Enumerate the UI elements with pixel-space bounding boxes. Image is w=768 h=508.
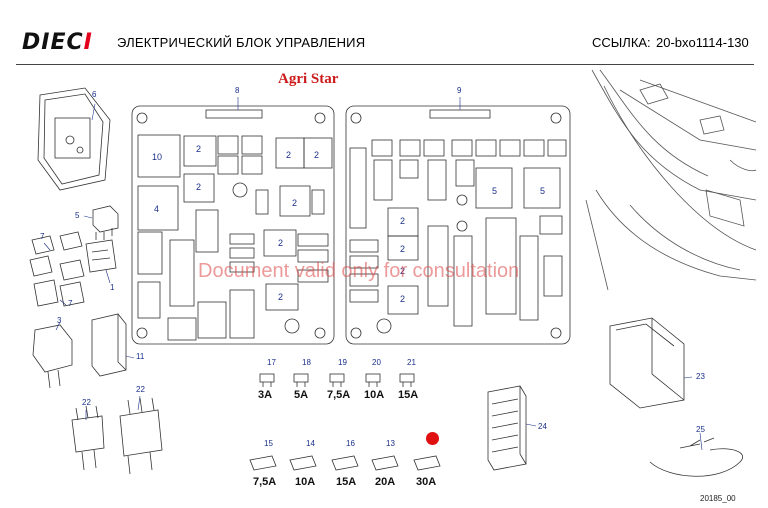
cell-label: 5 (540, 186, 545, 196)
part-7-fuse-holders (29, 231, 85, 307)
callout-6: 6 (92, 90, 97, 99)
fuses-row-1 (259, 373, 415, 387)
logo-text: DIEC (22, 30, 84, 55)
cell-label: 2 (196, 182, 201, 192)
part-24-fuse-block (487, 385, 527, 471)
fuse-ref-20: 20 (372, 358, 381, 367)
part-6-socket (37, 87, 111, 191)
part-23-control-unit (609, 317, 685, 409)
callout-25: 25 (696, 425, 705, 434)
fuse-ref-15: 15 (264, 439, 273, 448)
callout-8: 8 (235, 86, 240, 95)
leader-lines (43, 97, 703, 451)
drawing-code: 20185_00 (700, 494, 736, 503)
fuse-ref-21: 21 (407, 358, 416, 367)
dieci-logo: DIECI (22, 30, 93, 55)
fuse-ref-13: 13 (386, 439, 395, 448)
callout-9: 9 (457, 86, 462, 95)
fuse-rating-30a: 30A (416, 476, 437, 488)
fuse-rating-7-5a: 7,5A (327, 389, 351, 401)
fuses-row-2 (249, 455, 441, 471)
cell-label: 5 (492, 186, 497, 196)
callout-22-left: 22 (82, 398, 91, 407)
cell-label: 2 (278, 238, 283, 248)
cell-label: 2 (196, 144, 201, 154)
callout-24: 24 (538, 422, 547, 431)
callout-5: 5 (75, 211, 80, 220)
fuse-rating-7-5a-row2: 7,5A (253, 476, 277, 488)
part-11-module (91, 313, 127, 377)
reference-code: 20-bxo1114-130 (656, 35, 749, 50)
board-left-cell-labels: 10 2 2 2 2 4 2 2 2 (152, 144, 319, 302)
callout-11: 11 (136, 352, 145, 361)
watermark-text: Document valid only for consultation (198, 260, 520, 282)
fuse-rating-15a-row2: 15A (336, 476, 357, 488)
header-divider (16, 64, 754, 65)
callout-3: 3 (57, 316, 62, 325)
header: DIECI ЭЛЕКТРИЧЕСКИЙ БЛОК УПРАВЛЕНИЯ ССЫЛ… (0, 0, 768, 68)
highlight-marker (426, 432, 439, 445)
callout-22-right: 22 (136, 385, 145, 394)
callout-1: 1 (110, 283, 115, 292)
fuse-ref-14: 14 (306, 439, 315, 448)
callout-7-bottom: 7 (68, 299, 73, 308)
part-3-connector (32, 324, 73, 389)
cab-dashboard-sketch (585, 69, 757, 291)
fuse-ref-17: 17 (267, 358, 276, 367)
board-right (345, 105, 571, 345)
part-22-connectors (71, 397, 163, 475)
cell-label: 2 (400, 294, 405, 304)
fuse-rating-15a: 15A (398, 389, 419, 401)
cell-label: 10 (152, 152, 162, 162)
board-right-cell-labels: 5 5 2 2 2 2 (400, 186, 545, 304)
cell-label: 2 (400, 266, 405, 276)
document-title: ЭЛЕКТРИЧЕСКИЙ БЛОК УПРАВЛЕНИЯ (117, 35, 366, 50)
cell-label: 2 (400, 216, 405, 226)
model-subtitle: Agri Star (278, 71, 339, 87)
fuse-ref-19: 19 (338, 358, 347, 367)
callout-23: 23 (696, 372, 705, 381)
board-left (131, 105, 335, 345)
reference-label: ССЫЛКА: (592, 35, 651, 50)
cell-label: 2 (278, 292, 283, 302)
cell-label: 2 (400, 244, 405, 254)
part-1-connector (85, 239, 117, 273)
part-5-relay (92, 205, 119, 240)
callout-7-top: 7 (40, 232, 45, 241)
cell-label: 4 (154, 204, 159, 214)
fuse-ref-18: 18 (302, 358, 311, 367)
logo-accent-letter: I (83, 30, 93, 55)
fuse-rating-10a: 10A (364, 389, 385, 401)
fuse-ref-16: 16 (346, 439, 355, 448)
fuse-rating-10a-row2: 10A (295, 476, 316, 488)
cell-label: 2 (314, 150, 319, 160)
fuse-rating-3a: 3A (258, 389, 273, 401)
part-25-harness (649, 437, 743, 477)
fuse-rating-5a: 5A (294, 389, 309, 401)
cell-label: 2 (292, 198, 297, 208)
cell-label: 2 (286, 150, 291, 160)
fuse-rating-20a: 20A (375, 476, 396, 488)
